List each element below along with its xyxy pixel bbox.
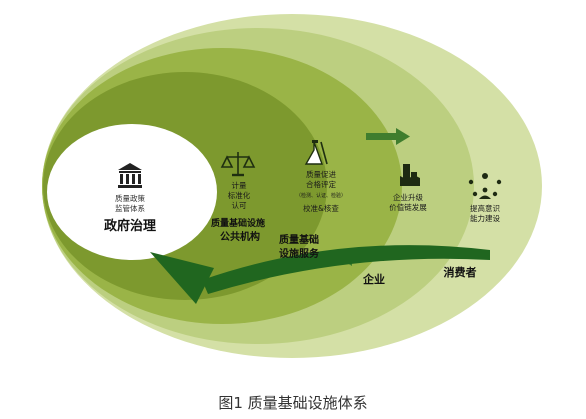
people-network-icon [468, 173, 502, 199]
enterprise-label: 企业 [362, 272, 385, 286]
center-label: 政府治理 [104, 218, 156, 234]
institution-text-standardization: 标准化 [228, 190, 251, 200]
service-text-testing: （检测、认证、检验） [296, 192, 346, 199]
right-arrow [366, 128, 410, 145]
center-policy-text: 质量政策 [115, 193, 145, 203]
consumer-label: 消费者 [444, 265, 477, 279]
government-building-icon [118, 163, 142, 188]
factory-icon [400, 164, 420, 186]
ring-government [47, 124, 217, 260]
institution-text-metrology: 计量 [232, 180, 247, 190]
service-label-line2: 设施服务 [279, 247, 320, 260]
institution-label-line2: 公共机构 [220, 230, 260, 243]
enterprise-text-valuechain: 价值链发展 [389, 202, 427, 212]
service-label-line1: 质量基础 [279, 233, 319, 246]
curved-feedback-arrow [150, 245, 490, 304]
institution-text-accreditation: 认可 [232, 200, 247, 210]
center-system-text: 监管体系 [115, 203, 145, 213]
flask-icon [304, 140, 328, 165]
scales-icon [220, 152, 256, 177]
consumer-text-capacity: 能力建设 [470, 213, 500, 223]
service-text-promotion: 质量促进 [306, 169, 336, 179]
consumer-text-awareness: 提高意识 [470, 203, 500, 213]
service-text-calibration: 校准&核查 [303, 203, 339, 213]
enterprise-text-upgrade: 企业升级 [393, 192, 423, 202]
figure-caption: 图1 质量基础设施体系 [218, 394, 368, 412]
service-text-conformity: 合格评定 [306, 179, 336, 189]
institution-label-line1: 质量基础设施 [211, 217, 265, 229]
